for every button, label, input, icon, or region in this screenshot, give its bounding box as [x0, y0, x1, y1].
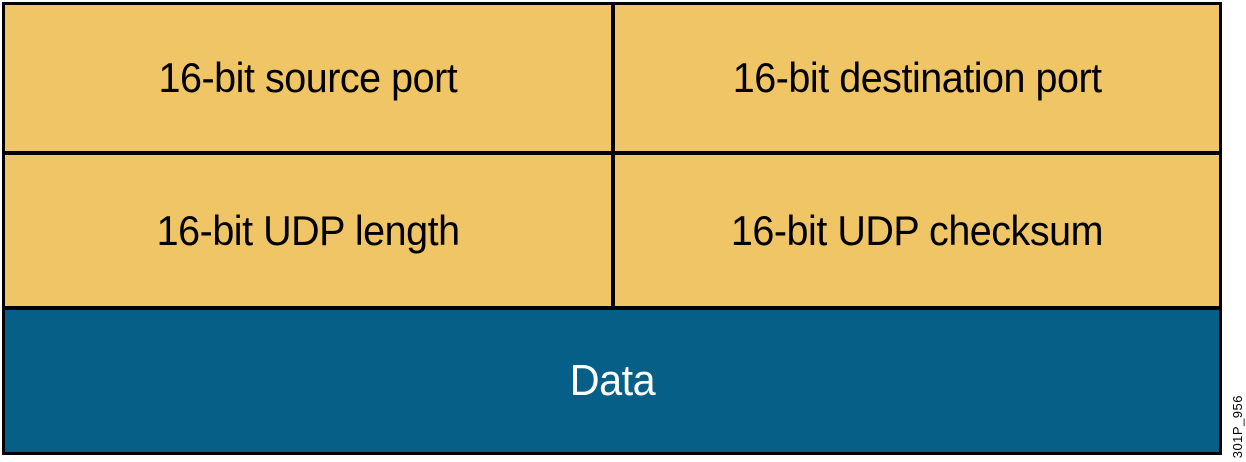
- payload-data-row: Data: [5, 310, 1219, 452]
- header-row-ports: 16-bit source port 16-bit destination po…: [5, 5, 1219, 155]
- field-source-port: 16-bit source port: [5, 5, 616, 151]
- field-destination-port-label: 16-bit destination port: [732, 54, 1102, 101]
- field-udp-checksum-label: 16-bit UDP checksum: [730, 206, 1104, 254]
- packet-diagram-box: 16-bit source port 16-bit destination po…: [2, 2, 1222, 455]
- header-row-length-checksum: 16-bit UDP length 16-bit UDP checksum: [5, 155, 1219, 310]
- field-udp-length: 16-bit UDP length: [5, 155, 616, 306]
- field-udp-length-label: 16-bit UDP length: [156, 206, 460, 254]
- payload-data-label: Data: [569, 356, 655, 405]
- figure-id-watermark: 301P_956: [1230, 394, 1245, 458]
- field-destination-port: 16-bit destination port: [615, 5, 1219, 151]
- field-source-port-label: 16-bit source port: [158, 54, 458, 101]
- field-udp-checksum: 16-bit UDP checksum: [615, 155, 1219, 306]
